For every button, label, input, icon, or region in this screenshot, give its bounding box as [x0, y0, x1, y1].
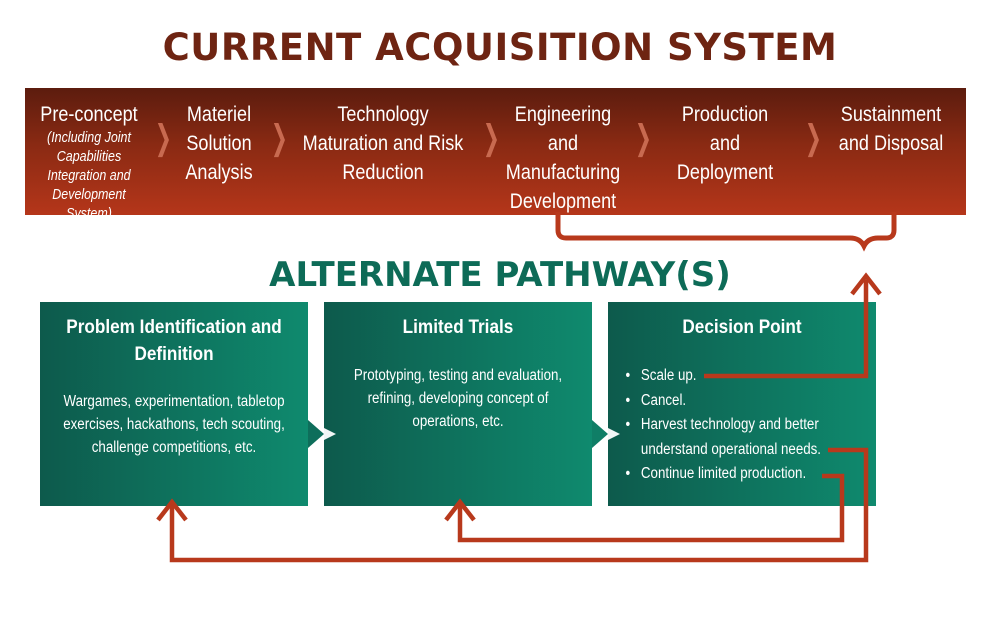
phase-label: Pre-concept	[40, 103, 138, 126]
list-item: Continue limited production.	[622, 462, 837, 487]
box-chevron-1-fill	[308, 420, 324, 448]
phase-label: Materiel Solution Analysis	[185, 103, 253, 184]
phase-engineering-manufacturing-development: Engineering and Manufacturing Developmen…	[503, 100, 623, 216]
phase-production-deployment: Production and Deployment	[665, 100, 785, 187]
phase-sustainment-disposal: Sustainment and Disposal	[831, 100, 951, 158]
box-body: Prototyping, testing and evaluation, ref…	[353, 367, 563, 430]
box-body: Wargames, experimentation, tabletop exer…	[63, 393, 285, 456]
phase-pre-concept: Pre-concept (Including Joint Capabilitie…	[37, 100, 140, 224]
harvest-loop-arrow	[169, 447, 869, 563]
phase-label: Production and Deployment	[676, 103, 774, 184]
arrow-head-icon	[850, 272, 882, 296]
list-item: Cancel.	[622, 389, 837, 414]
chevron-right-icon: ❯	[482, 118, 500, 158]
chevron-right-icon: ❯	[154, 118, 172, 158]
box-title: Decision Point	[682, 316, 802, 338]
chevron-right-icon: ❯	[804, 118, 822, 158]
continue-production-arrow	[457, 473, 845, 543]
phase-label: Technology Maturation and Risk Reduction	[302, 103, 464, 184]
bracket-connector	[555, 212, 897, 252]
chevron-right-icon: ❯	[270, 118, 288, 158]
phase-materiel-solution-analysis: Materiel Solution Analysis	[176, 100, 262, 187]
chevron-right-icon: ❯	[634, 118, 652, 158]
box-decision-point: Decision Point Scale up. Cancel. Harvest…	[608, 302, 876, 506]
decision-options-list: Scale up. Cancel. Harvest technology and…	[622, 364, 837, 487]
current-acquisition-title: CURRENT ACQUISITION SYSTEM	[162, 26, 838, 69]
alternate-pathways-title: ALTERNATE PATHWAY(S)	[269, 255, 731, 295]
box-problem-identification: Problem Identification and Definition Wa…	[40, 302, 308, 506]
phase-sub-label: (Including Joint Capabilities Integratio…	[47, 130, 131, 222]
scale-up-arrow	[704, 280, 869, 379]
phase-label: Engineering and Manufacturing Developmen…	[505, 103, 621, 213]
list-item: Scale up.	[622, 364, 837, 389]
box-title: Problem Identification and Definition	[66, 316, 282, 365]
arrow-head-icon	[156, 498, 188, 522]
box-chevron-2-fill	[592, 420, 608, 448]
acquisition-phase-band: Pre-concept (Including Joint Capabilitie…	[25, 88, 966, 222]
box-title: Limited Trials	[402, 316, 514, 338]
box-limited-trials: Limited Trials Prototyping, testing and …	[324, 302, 592, 506]
phase-label: Sustainment and Disposal	[838, 103, 944, 155]
list-item: Harvest technology and better understand…	[622, 413, 837, 462]
phase-technology-maturation: Technology Maturation and Risk Reduction	[297, 100, 469, 187]
arrow-head-icon	[444, 498, 476, 522]
